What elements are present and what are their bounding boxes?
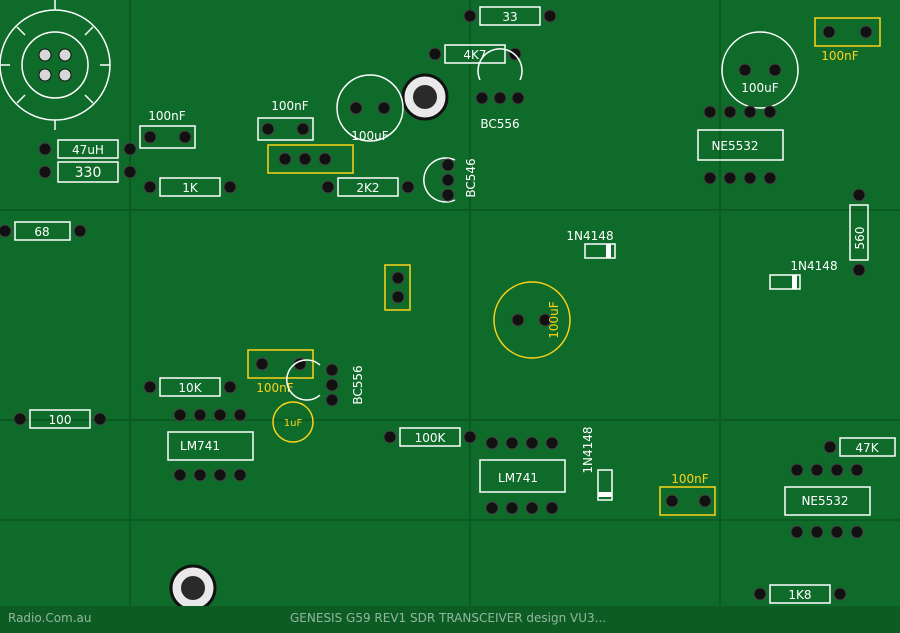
resistor-label: 1K	[182, 181, 199, 195]
diode-label: 1N4148	[581, 426, 595, 473]
header-yellow-1	[267, 144, 354, 174]
resistor-label: 100	[49, 413, 72, 427]
resistor-label: 1K8	[788, 588, 811, 602]
resistor-47k: 47K	[823, 437, 896, 457]
resistor-label: 560	[853, 227, 867, 250]
capacitor-label: 100nF	[271, 99, 309, 113]
capacitor-1uf: 1uF	[272, 401, 314, 443]
header-yellow-2	[384, 264, 411, 311]
diode-1n4148-a: 1N4148	[566, 229, 616, 259]
capacitor-label: 1uF	[284, 418, 303, 429]
capacitor-label: 100uF	[741, 81, 779, 95]
capacitor-100uf-b: 100uF	[721, 31, 799, 109]
resistor-label: 4K7	[463, 48, 486, 62]
transistor-label: BC556	[480, 117, 519, 131]
capacitor-100uf-c: 100uF	[493, 281, 571, 359]
capacitor-label: 100nF	[671, 472, 709, 486]
ic-lm741-a: LM741	[167, 408, 254, 482]
diode-label: 1N4148	[790, 259, 837, 273]
resistor-label: 2K2	[356, 181, 379, 195]
resistor-330: 330	[38, 161, 137, 183]
transistor-label: BC546	[464, 158, 478, 197]
capacitor-100nf-e: 100nF	[659, 472, 716, 516]
capacitor-label: 100nF	[256, 381, 294, 395]
ic-label: NE5532	[801, 494, 848, 508]
resistor-label: 100K	[415, 431, 447, 445]
resistor-label: 33	[502, 10, 517, 24]
resistor-label: 68	[34, 225, 49, 239]
ic-label: LM741	[498, 471, 538, 485]
capacitor-label: 100nF	[821, 49, 859, 63]
transistor-bc556-b: BC556	[286, 359, 365, 407]
diode-1n4148-b: 1N4148	[769, 259, 838, 290]
diode-1n4148-c: 1N4148	[581, 426, 613, 501]
resistor-47uh: 47uH	[38, 139, 137, 159]
ic-ne5532-a: NE5532	[697, 105, 784, 185]
resistor-1k8: 1K8	[753, 584, 847, 604]
capacitor-100nf-a: 100nF	[257, 99, 314, 141]
capacitor-label: 100uF	[351, 129, 389, 143]
capacitor-label: 100uF	[547, 301, 561, 339]
resistor-68: 68	[0, 221, 87, 241]
resistor-label: 47K	[855, 441, 879, 455]
resistor-33: 33	[463, 6, 557, 26]
footer-silkscreen: Radio.Com.au GENESIS G59 REV1 SDR TRANSC…	[0, 606, 900, 633]
resistor-2k2: 2K2	[321, 177, 415, 197]
inductor-label: 47uH	[72, 143, 104, 157]
resistor-10k: 10K	[143, 377, 237, 397]
resistor-560: 560	[849, 188, 869, 277]
resistor-100k: 100K	[383, 427, 477, 447]
footer-design-text: GENESIS G59 REV1 SDR TRANSCEIVER design …	[290, 611, 606, 625]
mounting-hole-1	[401, 73, 449, 121]
ic-ne5532-b: NE5532	[784, 463, 871, 539]
capacitor-100nf-d: 100nF	[814, 17, 881, 63]
ic-label: LM741	[180, 439, 220, 453]
capacitor-100nf-c: 100nF	[247, 349, 314, 395]
diode-label: 1N4148	[566, 229, 613, 243]
capacitor-label: 100nF	[148, 109, 186, 123]
transistor-label: BC556	[351, 365, 365, 404]
mounting-hole-2	[169, 564, 217, 612]
resistor-100: 100	[13, 409, 107, 429]
resistor-1k: 1K	[143, 177, 237, 197]
resistor-label: 330	[75, 165, 102, 181]
resistor-label: 10K	[178, 381, 202, 395]
transistor-bc546: BC546	[423, 157, 478, 203]
capacitor-100uf-a: 100uF	[336, 74, 404, 143]
ic-lm741-b: LM741	[479, 436, 566, 515]
ic-label: NE5532	[711, 139, 758, 153]
transistor-bc556-a: BC556	[475, 48, 525, 131]
capacitor-100nf-b: 100nF	[139, 109, 196, 149]
radial-component-outline	[0, 0, 111, 130]
footer-brand-text: Radio.Com.au	[8, 611, 92, 625]
